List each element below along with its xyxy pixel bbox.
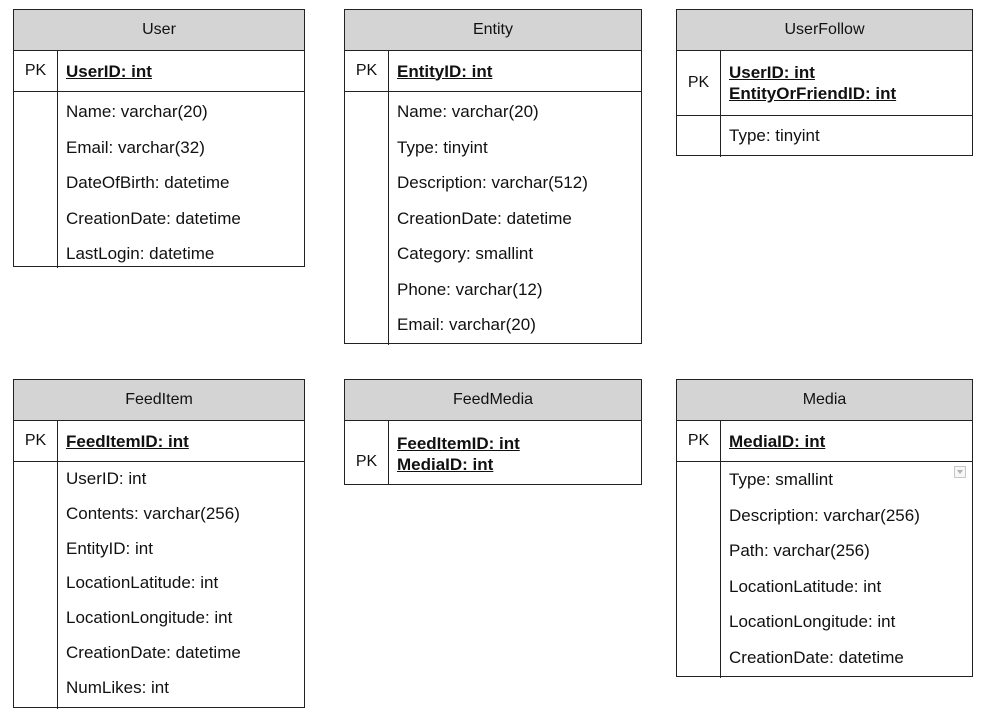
field[interactable]: Path: varchar(256) [729, 541, 870, 560]
table-title: FeedMedia [345, 380, 641, 421]
pk-label: PK [677, 421, 721, 461]
pk-fields: FeedItemID: int MediaID: int [389, 421, 641, 485]
field: Phone: varchar(12) [397, 279, 543, 299]
field: Email: varchar(20) [397, 315, 536, 334]
table-title: User [14, 10, 304, 51]
pk-section: PK FeedItemID: int [14, 421, 304, 462]
key-column [677, 462, 721, 678]
pk-field: UserID: int [66, 61, 152, 81]
key-column [345, 92, 389, 345]
pk-section: PK FeedItemID: int MediaID: int [345, 421, 641, 485]
pk-label: PK [677, 51, 721, 115]
table-feedmedia[interactable]: FeedMedia PK FeedItemID: int MediaID: in… [344, 379, 642, 485]
table-entity[interactable]: Entity PK EntityID: int Name: varchar(20… [344, 9, 642, 345]
field: Name: varchar(20) [397, 102, 539, 121]
field-list: Type: tinyint [721, 116, 972, 157]
field: LocationLatitude: int [66, 573, 219, 593]
key-column [14, 462, 58, 709]
table-feeditem[interactable]: FeedItem PK FeedItemID: int UserID: int … [13, 379, 305, 709]
pk-field: EntityOrFriendID: int [729, 84, 897, 103]
pk-fields: EntityID: int [389, 51, 641, 91]
field: CreationDate: datetime [66, 208, 241, 228]
pk-label: PK [345, 421, 389, 485]
fields-section: UserID: int Contents: varchar(256) Entit… [14, 462, 304, 709]
pk-fields: UserID: int EntityOrFriendID: int [721, 51, 972, 115]
fields-section: Type: smallint Description: varchar(256)… [677, 462, 972, 678]
pk-field: FeedItemID: int [66, 431, 189, 451]
pk-field: EntityID: int [397, 61, 493, 81]
field: CreationDate: datetime [729, 647, 904, 667]
field: Contents: varchar(256) [66, 503, 240, 523]
field-list: Name: varchar(20) Email: varchar(32) Dat… [58, 92, 304, 268]
field-list: Type: smallint Description: varchar(256)… [721, 462, 972, 678]
dropdown-arrow-icon[interactable] [954, 466, 966, 478]
key-column [677, 116, 721, 157]
field: LocationLatitude: int [729, 576, 882, 596]
field: DateOfBirth: datetime [66, 173, 230, 192]
pk-section: PK EntityID: int [345, 51, 641, 92]
field: Type: smallint [729, 470, 833, 489]
field: CreationDate: datetime [397, 208, 572, 228]
table-title: FeedItem [14, 380, 304, 421]
pk-field: MediaID: int [397, 455, 494, 474]
pk-section: PK MediaID: int [677, 421, 972, 462]
field-list: Name: varchar(20) Type: tinyint Descript… [389, 92, 641, 345]
field: Type: tinyint [729, 126, 820, 145]
field-list: UserID: int Contents: varchar(256) Entit… [58, 462, 304, 709]
key-column [14, 92, 58, 268]
table-title: UserFollow [677, 10, 972, 51]
field: LocationLongitude: int [729, 612, 896, 631]
field: LocationLongitude: int [66, 608, 233, 628]
pk-field: UserID: int [729, 63, 815, 82]
fields-section: Type: tinyint [677, 116, 972, 157]
table-userfollow[interactable]: UserFollow PK UserID: int EntityOrFriend… [676, 9, 973, 157]
field: LastLogin: datetime [66, 244, 215, 263]
pk-field: FeedItemID: int [397, 434, 520, 453]
field: Category: smallint [397, 244, 534, 263]
table-title: Media [677, 380, 972, 421]
pk-section: PK UserID: int [14, 51, 304, 92]
pk-fields: MediaID: int [721, 421, 972, 461]
field: Email: varchar(32) [66, 137, 205, 157]
field: Description: varchar(512) [397, 173, 588, 192]
field: UserID: int [66, 469, 147, 488]
fields-section: Name: varchar(20) Type: tinyint Descript… [345, 92, 641, 345]
table-user[interactable]: User PK UserID: int Name: varchar(20) Em… [13, 9, 305, 268]
field: EntityID: int [66, 538, 153, 558]
field: Type: tinyint [397, 137, 488, 157]
pk-label: PK [14, 421, 58, 461]
table-media[interactable]: Media PK MediaID: int Type: smallint Des… [676, 379, 973, 678]
fields-section: Name: varchar(20) Email: varchar(32) Dat… [14, 92, 304, 268]
pk-fields: UserID: int [58, 51, 304, 91]
field: Name: varchar(20) [66, 102, 208, 121]
table-title: Entity [345, 10, 641, 51]
field: CreationDate: datetime [66, 642, 241, 662]
pk-fields: FeedItemID: int [58, 421, 304, 461]
pk-field: MediaID: int [729, 431, 826, 451]
pk-label: PK [345, 51, 389, 91]
field: Description: varchar(256) [729, 505, 920, 525]
pk-label: PK [14, 51, 58, 91]
pk-section: PK UserID: int EntityOrFriendID: int [677, 51, 972, 116]
field: NumLikes: int [66, 677, 169, 697]
